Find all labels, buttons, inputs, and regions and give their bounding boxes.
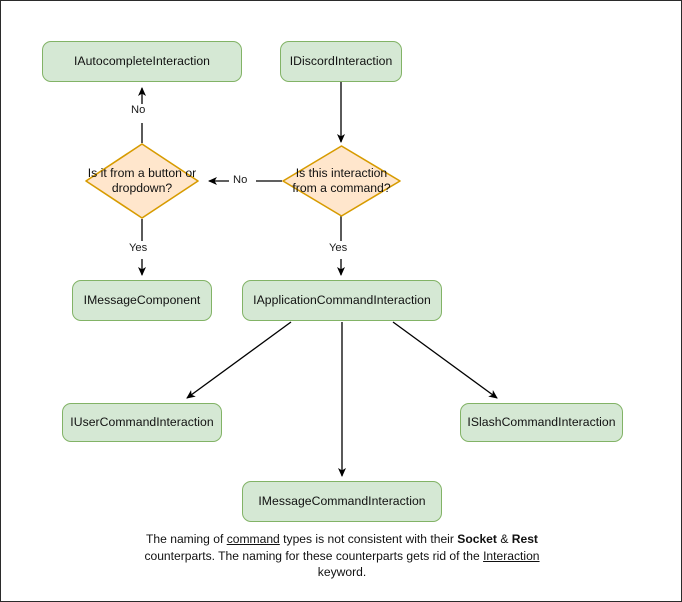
edge-app-command-to-user-command <box>186 321 292 399</box>
node-label: IMessageCommandInteraction <box>258 494 426 508</box>
node-discord-interaction[interactable]: IDiscordInteraction <box>280 41 402 82</box>
node-message-command-interaction[interactable]: IMessageCommandInteraction <box>242 481 442 522</box>
node-autocomplete-interaction[interactable]: IAutocompleteInteraction <box>42 41 242 82</box>
diagram-caption: The naming of command types is not consi… <box>142 531 542 581</box>
node-label: IApplicationCommandInteraction <box>253 293 431 307</box>
edge-label-button-no: No <box>129 104 148 117</box>
caption-line3-pre: counterparts gets rid of the <box>335 548 484 563</box>
node-label: IAutocompleteInteraction <box>73 54 211 68</box>
node-label: Is it from a button or dropdown? <box>87 166 197 195</box>
node-application-command-interaction[interactable]: IApplicationCommandInteraction <box>242 280 442 321</box>
caption-line3-post: keyword. <box>317 565 367 579</box>
diamond-shape-icon <box>282 145 401 217</box>
node-label: IDiscordInteraction <box>289 54 393 68</box>
node-message-component[interactable]: IMessageComponent <box>72 280 212 321</box>
node-label: IUserCommandInteraction <box>70 415 214 429</box>
edge-label-command-no: No <box>231 174 250 187</box>
edge-app-command-to-slash-command <box>392 321 498 399</box>
node-label: IMessageComponent <box>83 293 201 307</box>
diamond-shape-icon <box>85 143 199 219</box>
caption-command-keyword: command <box>226 532 280 546</box>
node-decision-button-or-dropdown[interactable]: Is it from a button or dropdown? <box>85 143 199 219</box>
caption-line2-post: counterparts. The naming for these <box>144 548 333 563</box>
edge-label-button-yes: Yes <box>127 242 150 255</box>
edge-label-command-yes: Yes <box>327 242 350 255</box>
node-user-command-interaction[interactable]: IUserCommandInteraction <box>62 403 222 442</box>
node-label: ISlashCommandInteraction <box>467 415 616 429</box>
caption-line1-post: types is not consistent with their <box>279 532 454 546</box>
node-slash-command-interaction[interactable]: ISlashCommandInteraction <box>460 403 623 442</box>
node-decision-from-command[interactable]: Is this interaction from a command? <box>282 145 401 217</box>
caption-line1-pre: The naming of <box>146 532 227 546</box>
caption-rest-keyword: Rest <box>511 532 538 546</box>
caption-socket-keyword: Socket <box>457 532 497 546</box>
caption-interaction-keyword: Interaction <box>483 548 540 563</box>
caption-ampersand: & <box>496 532 512 546</box>
node-label: Is this interaction from a command? <box>292 166 391 195</box>
